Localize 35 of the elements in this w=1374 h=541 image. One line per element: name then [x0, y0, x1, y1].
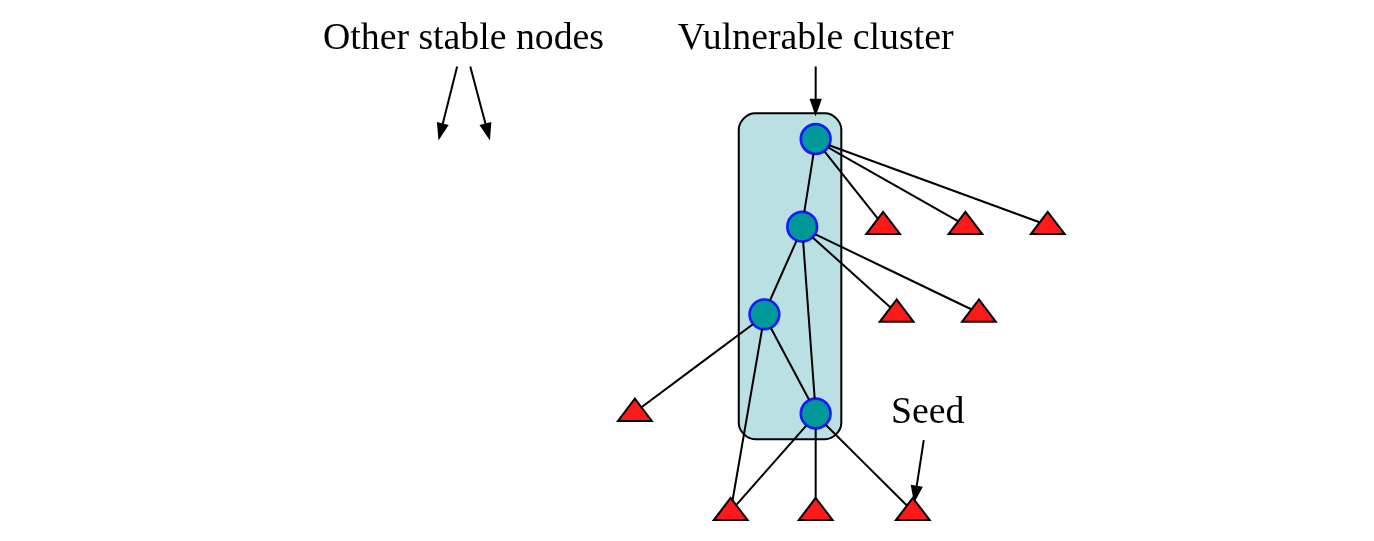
- node-triangle: [1028, 210, 1067, 236]
- node-triangle: [877, 297, 916, 323]
- node-circle: [799, 122, 832, 156]
- node-triangle: [863, 210, 902, 236]
- connector: [827, 146, 959, 222]
- node-triangle: [893, 496, 932, 522]
- connector: [823, 150, 878, 219]
- node-triangle: [959, 297, 998, 323]
- node-circle: [785, 210, 818, 243]
- node-circle: [799, 397, 832, 430]
- connector: [814, 233, 972, 311]
- node-triangle: [615, 397, 654, 422]
- connector: [731, 329, 763, 501]
- arrow: [910, 440, 925, 504]
- arrow: [468, 66, 491, 141]
- connector: [811, 236, 891, 309]
- node-text: Vulnerable cluster: [677, 15, 953, 58]
- arrow: [809, 66, 822, 117]
- node-circle: [747, 298, 781, 331]
- node-text: Other stable nodes: [322, 15, 604, 58]
- node-triangle: [711, 496, 750, 522]
- connector: [768, 240, 798, 301]
- connector: [828, 144, 1040, 224]
- cluster: [737, 112, 842, 441]
- connector: [801, 241, 816, 399]
- connector: [824, 424, 908, 507]
- node-triangle: [796, 496, 835, 522]
- connector: [640, 323, 753, 408]
- connector: [814, 428, 817, 498]
- connector: [802, 153, 814, 213]
- node-triangle: [946, 210, 984, 236]
- node-text: Seed: [890, 388, 964, 431]
- arrow: [436, 66, 458, 141]
- connector: [735, 424, 807, 506]
- connector: [769, 327, 810, 401]
